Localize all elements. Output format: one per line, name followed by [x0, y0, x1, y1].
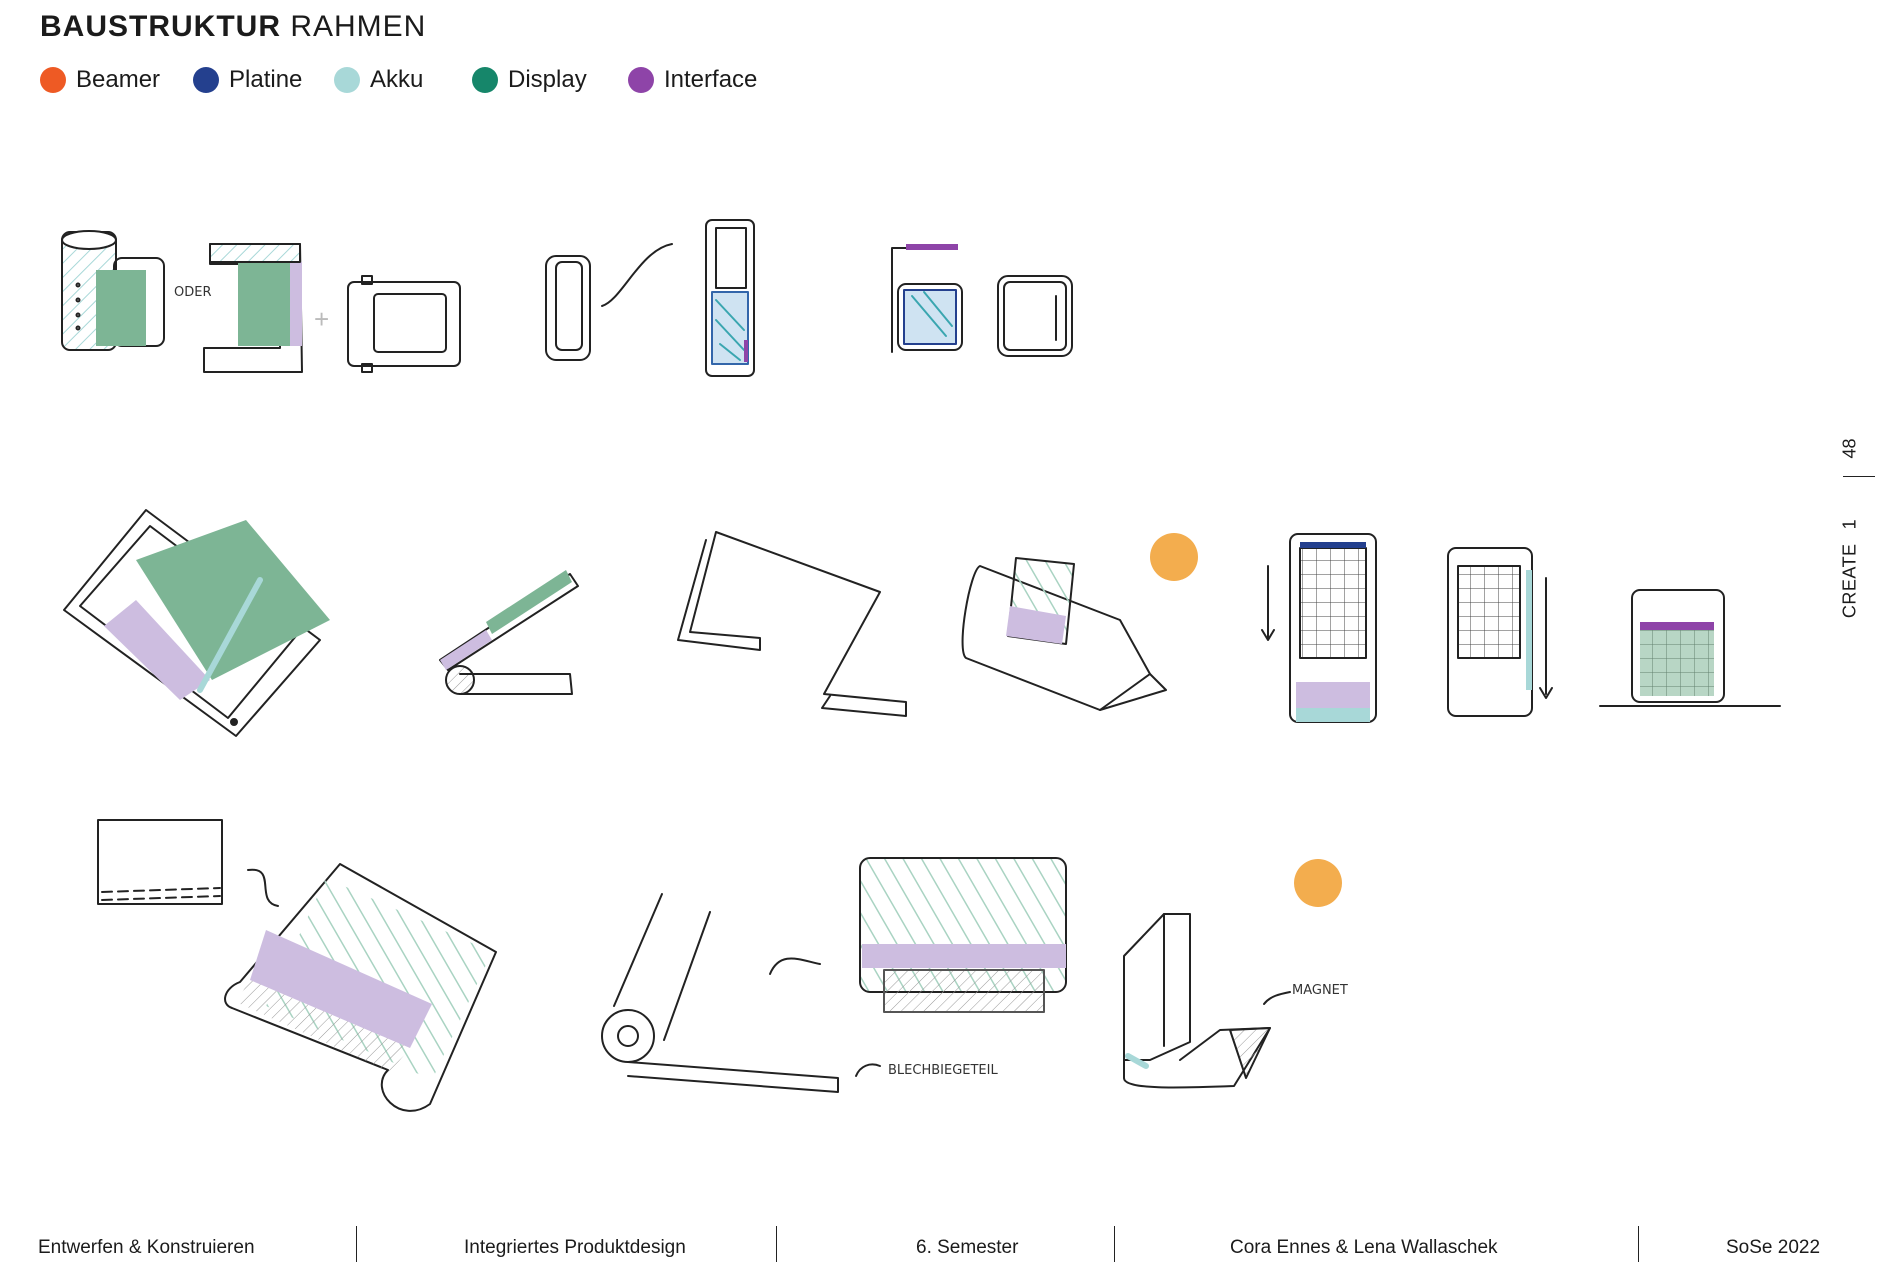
- footer-separator: [1114, 1226, 1115, 1262]
- side-label: 48 CREATE 1: [1838, 410, 1878, 650]
- legend-label: Interface: [664, 66, 758, 93]
- legend-label: Display: [508, 66, 587, 93]
- accent-dot: [1150, 533, 1198, 581]
- sketch-sheet: ODER +: [61, 219, 1781, 1112]
- legend-item-display: Display: [472, 66, 587, 94]
- sketch-slim-housing: [545, 219, 755, 377]
- annotation-blechbiegeteil: BLECHBIEGETEIL: [888, 1063, 998, 1078]
- platine-color-dot: [193, 67, 219, 93]
- footer-course: Entwerfen & Konstruieren: [38, 1237, 255, 1258]
- legend-item-platine: Platine: [193, 66, 302, 94]
- footer-separator: [1638, 1226, 1639, 1262]
- footer-semester: 6. Semester: [916, 1237, 1019, 1258]
- sketch-tilted-stand: [63, 509, 330, 737]
- footer-separator: [356, 1226, 357, 1262]
- title-light: RAHMEN: [290, 10, 427, 43]
- footer-term: SoSe 2022: [1726, 1237, 1821, 1258]
- legend-item-akku: Akku: [334, 66, 423, 94]
- footer-authors: Cora Ennes & Lena Wallaschek: [1230, 1237, 1498, 1258]
- legend-label: Platine: [229, 66, 303, 93]
- sketch-hinge-stand: [439, 570, 579, 695]
- sketch-folded-sheet: [961, 557, 1167, 711]
- sketch-bent-wire: [677, 531, 907, 717]
- footer-module: Integriertes Produktdesign: [464, 1237, 686, 1258]
- svg-text:+: +: [314, 304, 329, 334]
- page-footer: Entwerfen & Konstruieren Integriertes Pr…: [0, 1225, 1878, 1265]
- legend-item-interface: Interface: [628, 66, 757, 94]
- side-divider: [1843, 476, 1875, 477]
- section-number: 1: [1839, 518, 1860, 530]
- annotation-oder: ODER: [174, 285, 212, 300]
- page-title: BAUSTRUKTUR RAHMEN: [40, 10, 426, 44]
- display-color-dot: [472, 67, 498, 93]
- sketch-rolled-sheet: [601, 893, 881, 1093]
- akku-color-dot: [334, 67, 360, 93]
- sketch-sheet-fold: [97, 819, 497, 1112]
- section-label: CREATE 1: [1840, 509, 1861, 629]
- annotation-magnet: MAGNET: [1292, 983, 1348, 998]
- sketch-display-module: [347, 275, 461, 373]
- sketch-upright-frames: [1261, 533, 1781, 723]
- legend-item-beamer: Beamer: [40, 66, 160, 94]
- legend-label: Akku: [370, 66, 424, 93]
- footer-separator: [776, 1226, 777, 1262]
- interface-color-dot: [628, 67, 654, 93]
- legend-label: Beamer: [76, 66, 161, 93]
- beamer-color-dot: [40, 67, 66, 93]
- title-bold: BAUSTRUKTUR: [40, 10, 281, 43]
- sketch-l-bracket: [1123, 913, 1291, 1089]
- sketch-cylinder-frame: [61, 230, 165, 351]
- page-number: 48: [1839, 438, 1860, 459]
- sketch-square-frames: [891, 244, 1073, 357]
- sketch-panel-render: [859, 857, 1067, 1013]
- sketch-c-frame: [203, 243, 303, 373]
- section-name: CREATE: [1839, 543, 1860, 619]
- accent-dot: [1294, 859, 1342, 907]
